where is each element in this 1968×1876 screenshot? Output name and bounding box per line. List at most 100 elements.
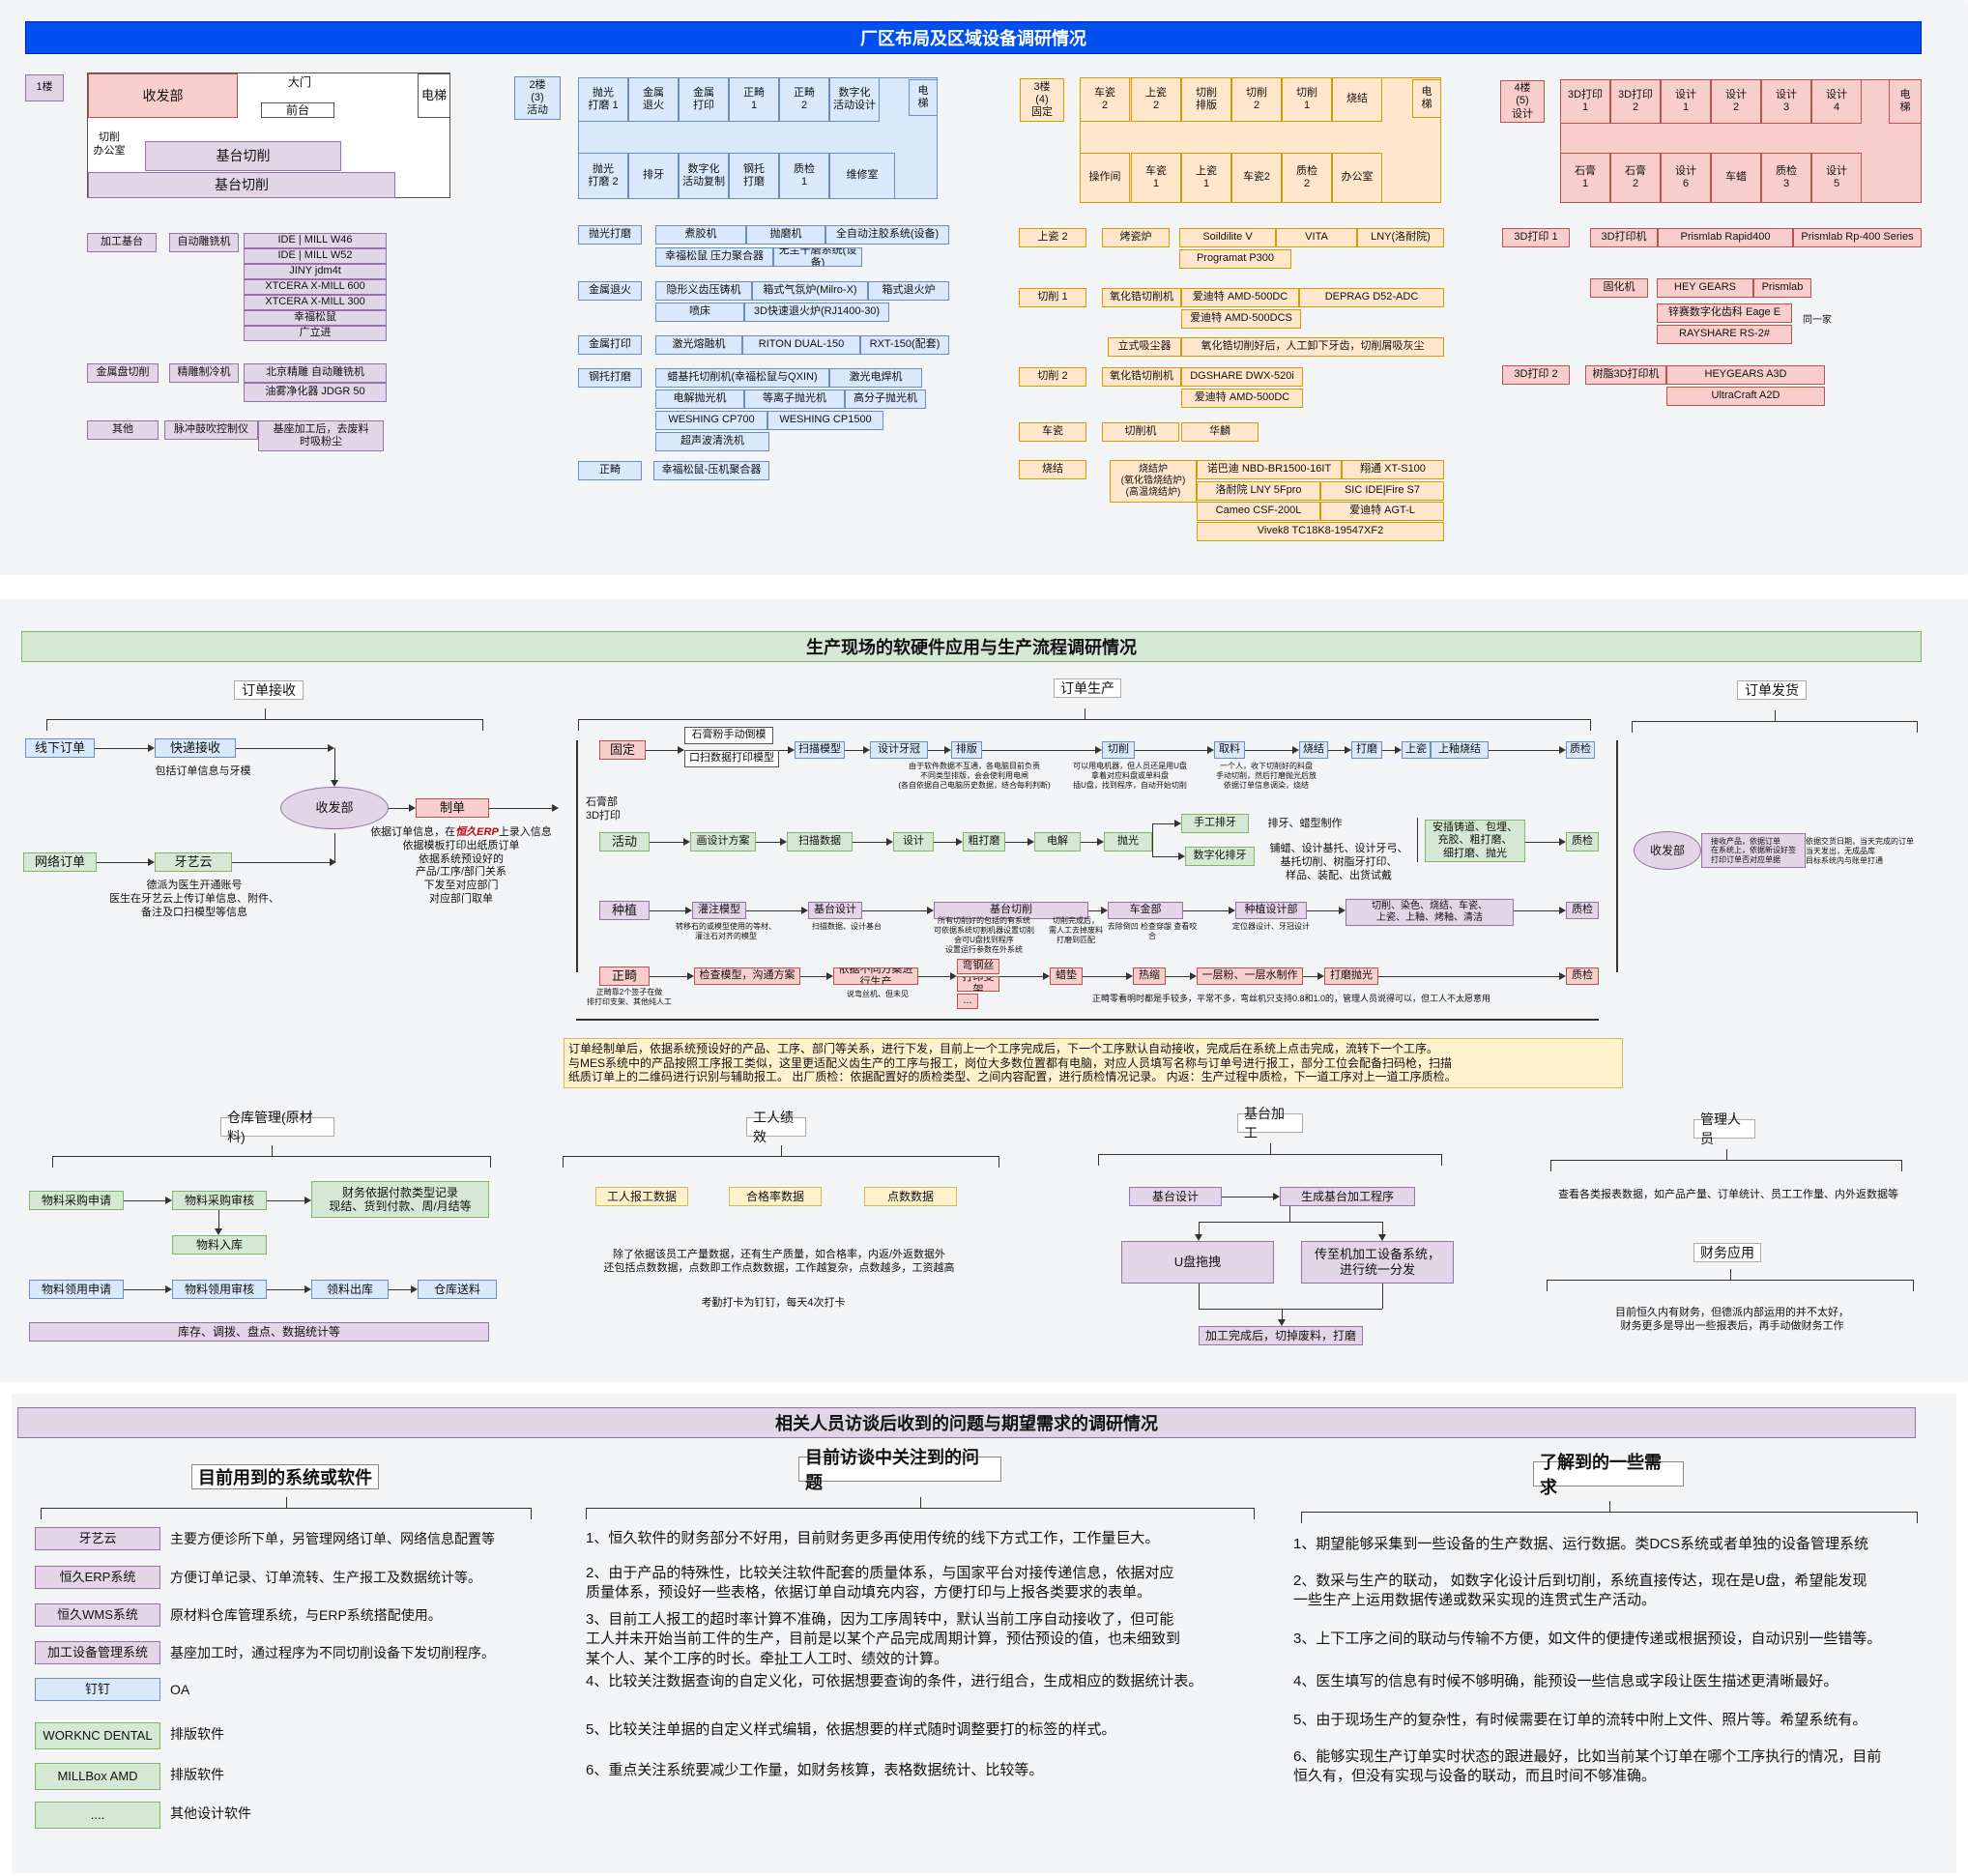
system-name: 牙艺云 [35,1527,160,1550]
flow-step: 排版 [951,741,982,759]
f4-group2-label: 3D打印 2 [1502,365,1570,385]
f2-item: RITON DUAL-150 [742,335,860,355]
arrow [215,1210,222,1235]
order-ship-title: 订单发货 [1737,680,1807,700]
arrow [1278,1309,1286,1326]
arrow [650,972,694,980]
flow-step: 上瓷 [1402,741,1431,759]
flow-step: 上釉烧结 [1431,741,1489,759]
f2-item: 蜡基托切削机(幸福松鼠与QXIN) [655,368,829,388]
f2-room: 排牙 [628,153,679,199]
wire [1417,818,1418,862]
needs-title: 了解到的一些需求 [1533,1453,1684,1497]
section2-title: 生产现场的软硬件应用与生产流程调研情况 [21,631,1922,662]
f1-group2-cat: 精雕制冷机 [169,363,239,383]
flow-step: 依据不同方案进行生产 [833,967,918,985]
floor4-tag: 4楼 (5) 设计 [1500,80,1545,123]
f4-room: 石膏 2 [1610,153,1661,203]
f2-room: 钢托 打磨 [729,153,779,199]
f3-room: 操作间 [1080,153,1130,203]
f4-room: 设计 3 [1761,79,1811,124]
material-inbound: 物料入库 [172,1235,267,1255]
abutment-design: 基台设计 [1129,1187,1222,1206]
arrow [267,1197,311,1204]
arrow [650,838,690,846]
f1-group-label: 加工基台 [87,233,157,252]
f2-item: 超声波清洗机 [655,432,769,451]
room-abutment-cut-2: 基台切削 [88,172,395,198]
purchase-request: 物料采购申请 [29,1191,124,1210]
wire [1616,740,1618,972]
system-name: 恒久ERP系统 [35,1566,160,1589]
f4-room: 3D打印 2 [1610,79,1661,124]
f3-room: 上瓷 2 [1131,77,1181,122]
f2-room: 正畸 1 [729,77,779,122]
f4-room: 设计 2 [1711,79,1761,124]
f2-room: 数字化 活动复制 [679,153,729,199]
flow-step: 烧结 [1299,741,1328,759]
arrow [1166,972,1197,980]
arrow [1378,972,1566,980]
flow-step: 设计牙冠 [870,741,928,759]
arrow [999,972,1050,980]
f2-room: 数字化 活动设计 [829,77,880,122]
arrow [934,838,963,846]
flow-step: 石膏粉手动倒模 [684,727,773,744]
system-desc: 基座加工时，通过程序为不同切削设备下发切削程序。 [170,1645,495,1660]
order-production-title: 订单生产 [1054,678,1121,698]
arrow [853,838,893,846]
f1-item: XTCERA X-MILL 300 [244,295,387,310]
ship-note-1: 接收产品，依据订单 在系统上，依据新设好签 打印订单否对应单据 [1701,833,1806,868]
arrow [1328,746,1351,754]
f3-room: 质检 2 [1282,153,1332,203]
bracket [563,1145,999,1168]
room-abutment-cut-1: 基台切削 [145,141,341,171]
f2-item: 全自动注胶系统(设备) [825,225,949,245]
f4-group1-label: 3D打印 1 [1502,228,1570,247]
section1-title: 厂区布局及区域设备调研情况 [25,21,1922,54]
arrow [389,1285,418,1293]
flow-note: 扫描数据、设计基台 [812,922,882,931]
f4-item: Prismlab [1753,278,1811,298]
f4-room: 3D打印 1 [1560,79,1610,124]
express-receive: 快递接收 [155,738,236,758]
arrow [862,907,934,914]
f3-group-label: 车瓷 [1019,422,1086,442]
f3-item: DGSHARE DWX-520i [1181,367,1303,387]
bracket [1547,1269,1914,1291]
inventory-stats: 库存、调拨、盘点、数据统计等 [29,1322,489,1342]
material-use-review: 物料领用审核 [172,1280,267,1299]
order-receive-title: 订单接收 [234,680,304,700]
flow-step: 打印支架 [957,976,999,992]
finance-note: 目前恒久内有财务，但德派内部运用的并不太好， 财务更多是导出一些报表后，再手动做… [1615,1307,1849,1332]
f4-room: 车蜡 [1711,153,1761,203]
arrow [746,907,808,914]
flow-note: 所有切削好的包括的有系统 可依据系统切割机器设置切削 会可U盘找到程序 设置运行… [934,916,1034,954]
f1-item: 油雾净化器 JDGR 50 [244,383,387,402]
f3-room: 办公室 [1332,153,1382,203]
flow-note: 一个人，收下切削好的料盘 手动切削，然后打磨抛光后放 依据订单信息调染，烧结 [1216,762,1317,790]
abutment-program: 生成基台加工程序 [1280,1187,1415,1206]
arrow [1382,746,1402,754]
problem-item: 1、恒久软件的财务部分不好用，目前财务更多再使用传统的线下方式工作，工作量巨大。 [586,1530,1160,1546]
f3-room: 切削 排版 [1181,77,1231,122]
f1-item: XTCERA X-MILL 600 [244,279,387,295]
arrow [1135,746,1214,754]
f3-room: 车瓷2 [1231,153,1282,203]
f4-item: UltraCraft A2D [1666,387,1825,406]
flow-step: 正畸 [599,967,650,986]
flow-step: 热缩 [1133,967,1166,985]
f3-group-cat: 烤瓷炉 [1102,228,1170,247]
f2-item: 喷床 [655,303,744,322]
flow-step: 粗打磨 [963,832,1005,851]
need-item: 2、数采与生产的联动， 如数字化设计后到切削，系统直接传达，现在是U盘，希望能发… [1293,1573,1867,1609]
problem-item: 5、比较关注单据的自定义样式编辑，依据想要的样式随时调整要打的标签的样式。 [586,1721,1116,1738]
flow-step: 质检 [1566,902,1599,919]
arrow [1005,838,1034,846]
flow-note: 铺蜡、设计基托、设计牙弓、 基托切削、树脂牙打印、 样品、装配、出货试戴 [1269,843,1408,881]
f3-item: Cameo CSF-200L [1197,502,1320,521]
performance-title: 工人绩效 [746,1110,806,1144]
f2-item: 无尘干磨系统(设备) [773,247,862,267]
flow-step: ... [957,994,978,1009]
flow-step: 安插铸道、包埋、 充胶、粗打磨、 细打磨、抛光 [1425,820,1525,862]
